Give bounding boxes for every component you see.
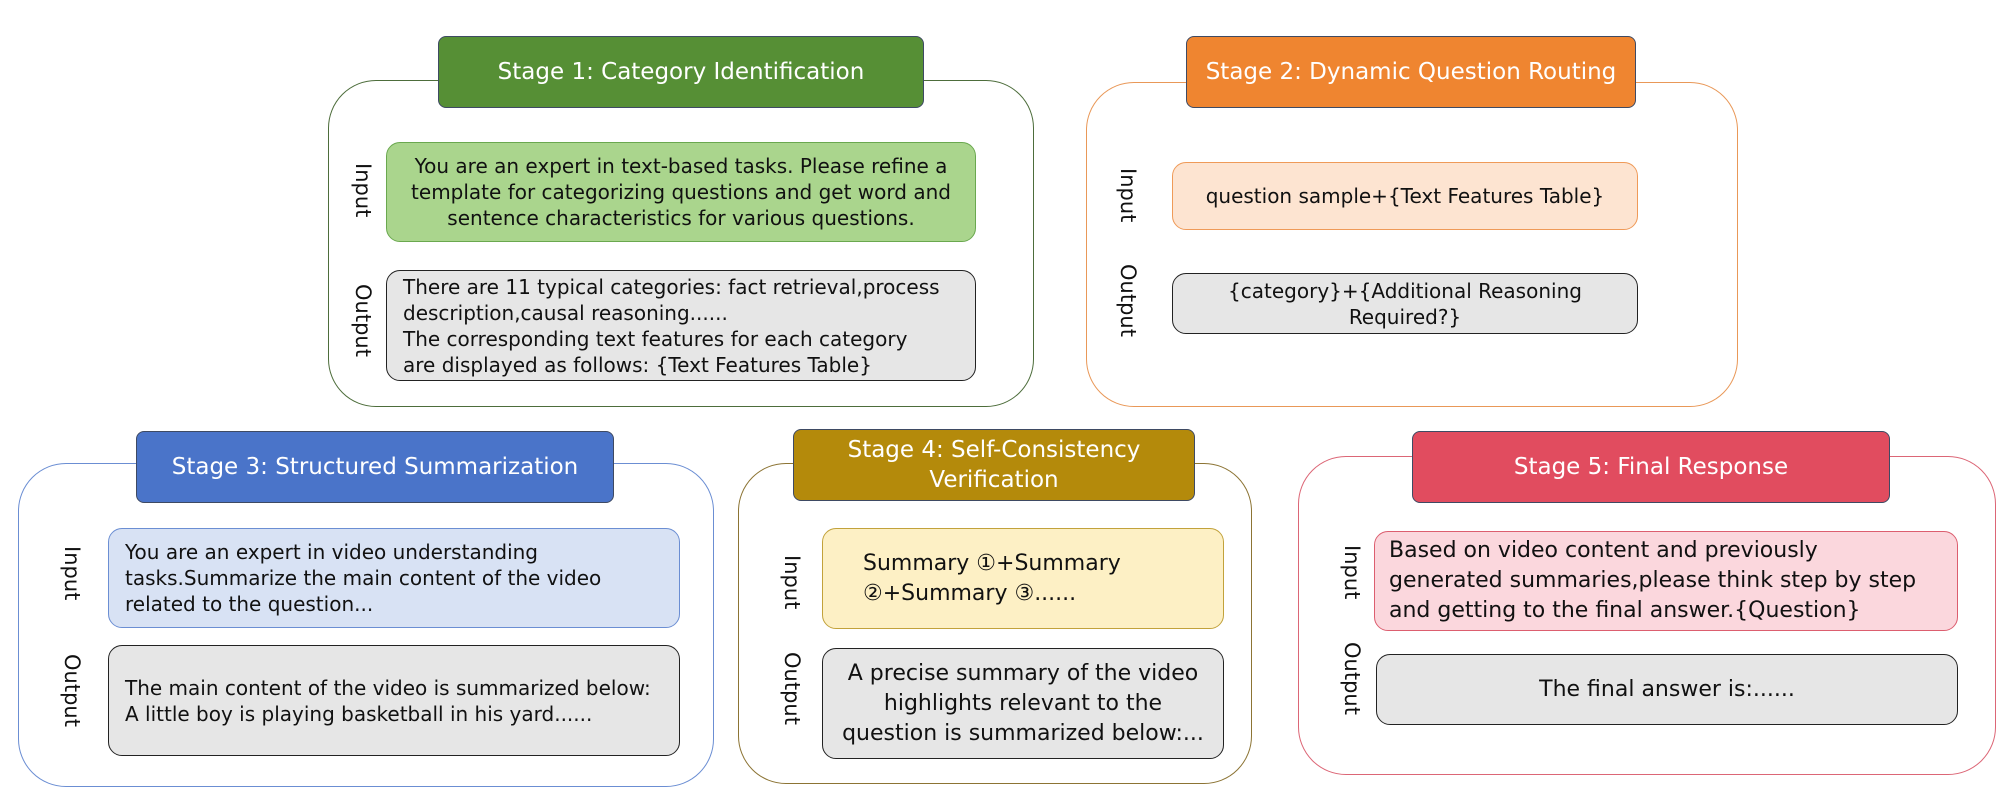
stage-1-input-label: Input [351,163,375,218]
stage-2-output-box: {category}+{Additional Reasoning Require… [1172,273,1638,334]
stage-4-output-label: Output [780,652,804,725]
stage-1-output-label: Output [351,284,375,357]
stage-1-input-box: You are an expert in text-based tasks. P… [386,142,976,242]
stage-3-input-label: Input [60,546,84,601]
stage-5-output-label: Output [1340,642,1364,715]
stage-5-title: Stage 5: Final Response [1412,431,1890,503]
stage-2-input-box: question sample+{Text Features Table} [1172,162,1638,230]
stage-5-input-box: Based on video content and previously ge… [1374,531,1958,631]
stage-5-output-box: The final answer is:...... [1376,654,1958,725]
stage-3-output-box: The main content of the video is summari… [108,645,680,756]
stage-4-input-box: Summary ①+Summary ②+Summary ③...... [822,528,1224,629]
stage-2-input-label: Input [1116,168,1140,223]
stage-1-title: Stage 1: Category Identification [438,36,924,108]
stage-2-output-label: Output [1116,264,1140,337]
stage-1-output-box: There are 11 typical categories: fact re… [386,270,976,381]
stage-4-title: Stage 4: Self-Consistency Verification [793,429,1195,501]
stage-5-input-label: Input [1340,545,1364,600]
stage-3-output-label: Output [60,654,84,727]
stage-4-input-label: Input [780,555,804,610]
stage-3-title: Stage 3: Structured Summarization [136,431,614,503]
stage-4-output-box: A precise summary of the video highlight… [822,648,1224,759]
stage-3-input-box: You are an expert in video understanding… [108,528,680,628]
stage-2-title: Stage 2: Dynamic Question Routing [1186,36,1636,108]
stage-2-panel [1086,82,1738,407]
